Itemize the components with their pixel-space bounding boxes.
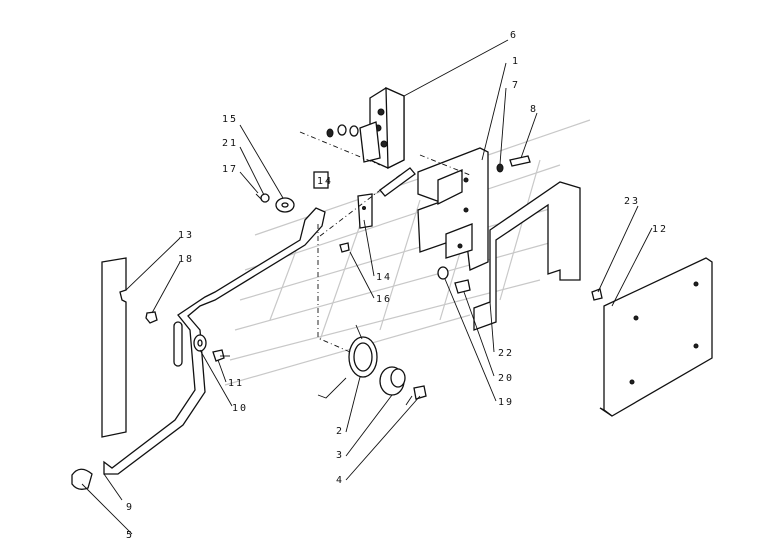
- svg-text:14: 14: [317, 176, 333, 187]
- part-18-nut: [145, 311, 158, 324]
- callout-9: 9: [126, 502, 134, 513]
- part-17-pin: [255, 193, 263, 201]
- callout-4: 4: [336, 475, 344, 486]
- part-9-lever: [103, 207, 326, 475]
- part-12-cover: [599, 257, 713, 417]
- callout-16: 16: [376, 294, 392, 305]
- callout-1: 1: [512, 56, 520, 67]
- callout-6: 6: [510, 30, 518, 41]
- part-4-bolt: [405, 385, 427, 406]
- part-23-fastener: [591, 288, 603, 301]
- callout-8: 8: [530, 104, 538, 115]
- callout-12: 12: [652, 224, 668, 235]
- part-7-washer: [496, 163, 504, 173]
- part-3-roller: [379, 366, 406, 396]
- washer-set: [326, 124, 359, 138]
- part-2-spring: [317, 324, 378, 399]
- callout-labels: 6 1 7 8 15 21 17 13 18 14 16 11 10 2 3 4…: [126, 30, 668, 541]
- part-15-washer: [275, 197, 295, 213]
- callout-15: 15: [222, 114, 238, 125]
- callout-22: 22: [498, 348, 514, 359]
- small-screw: [339, 242, 350, 253]
- part-19-washer: [437, 266, 449, 280]
- callout-5: 5: [126, 530, 134, 541]
- part-8-bolt: [509, 155, 531, 167]
- callout-11: 11: [228, 378, 244, 389]
- callout-21: 21: [222, 138, 238, 149]
- callout-20: 20: [498, 373, 514, 384]
- boxed-label-14: 14: [313, 171, 333, 189]
- part-20-bolt: [454, 279, 471, 294]
- part-11-bolt: [212, 349, 230, 362]
- callout-17: 17: [222, 164, 238, 175]
- callout-14: 14: [376, 272, 392, 283]
- callout-3: 3: [336, 450, 344, 461]
- part-1-bracket: [417, 147, 489, 271]
- part-13-plate: [101, 257, 127, 438]
- callout-23: 23: [624, 196, 640, 207]
- callout-19: 19: [498, 397, 514, 408]
- callout-2: 2: [336, 426, 344, 437]
- callout-7: 7: [512, 80, 520, 91]
- part-6-block: [359, 86, 416, 197]
- phantom-lines: [299, 131, 471, 353]
- callout-18: 18: [178, 254, 194, 265]
- part-22-guard: [473, 181, 581, 331]
- part-21-small-washer: [260, 193, 270, 203]
- callout-10: 10: [232, 403, 248, 414]
- part-10-washer: [193, 334, 207, 352]
- callout-13: 13: [178, 230, 194, 241]
- leader-lines: [81, 39, 653, 535]
- part-16-bracket: [357, 193, 373, 229]
- part-5-cap: [71, 468, 93, 490]
